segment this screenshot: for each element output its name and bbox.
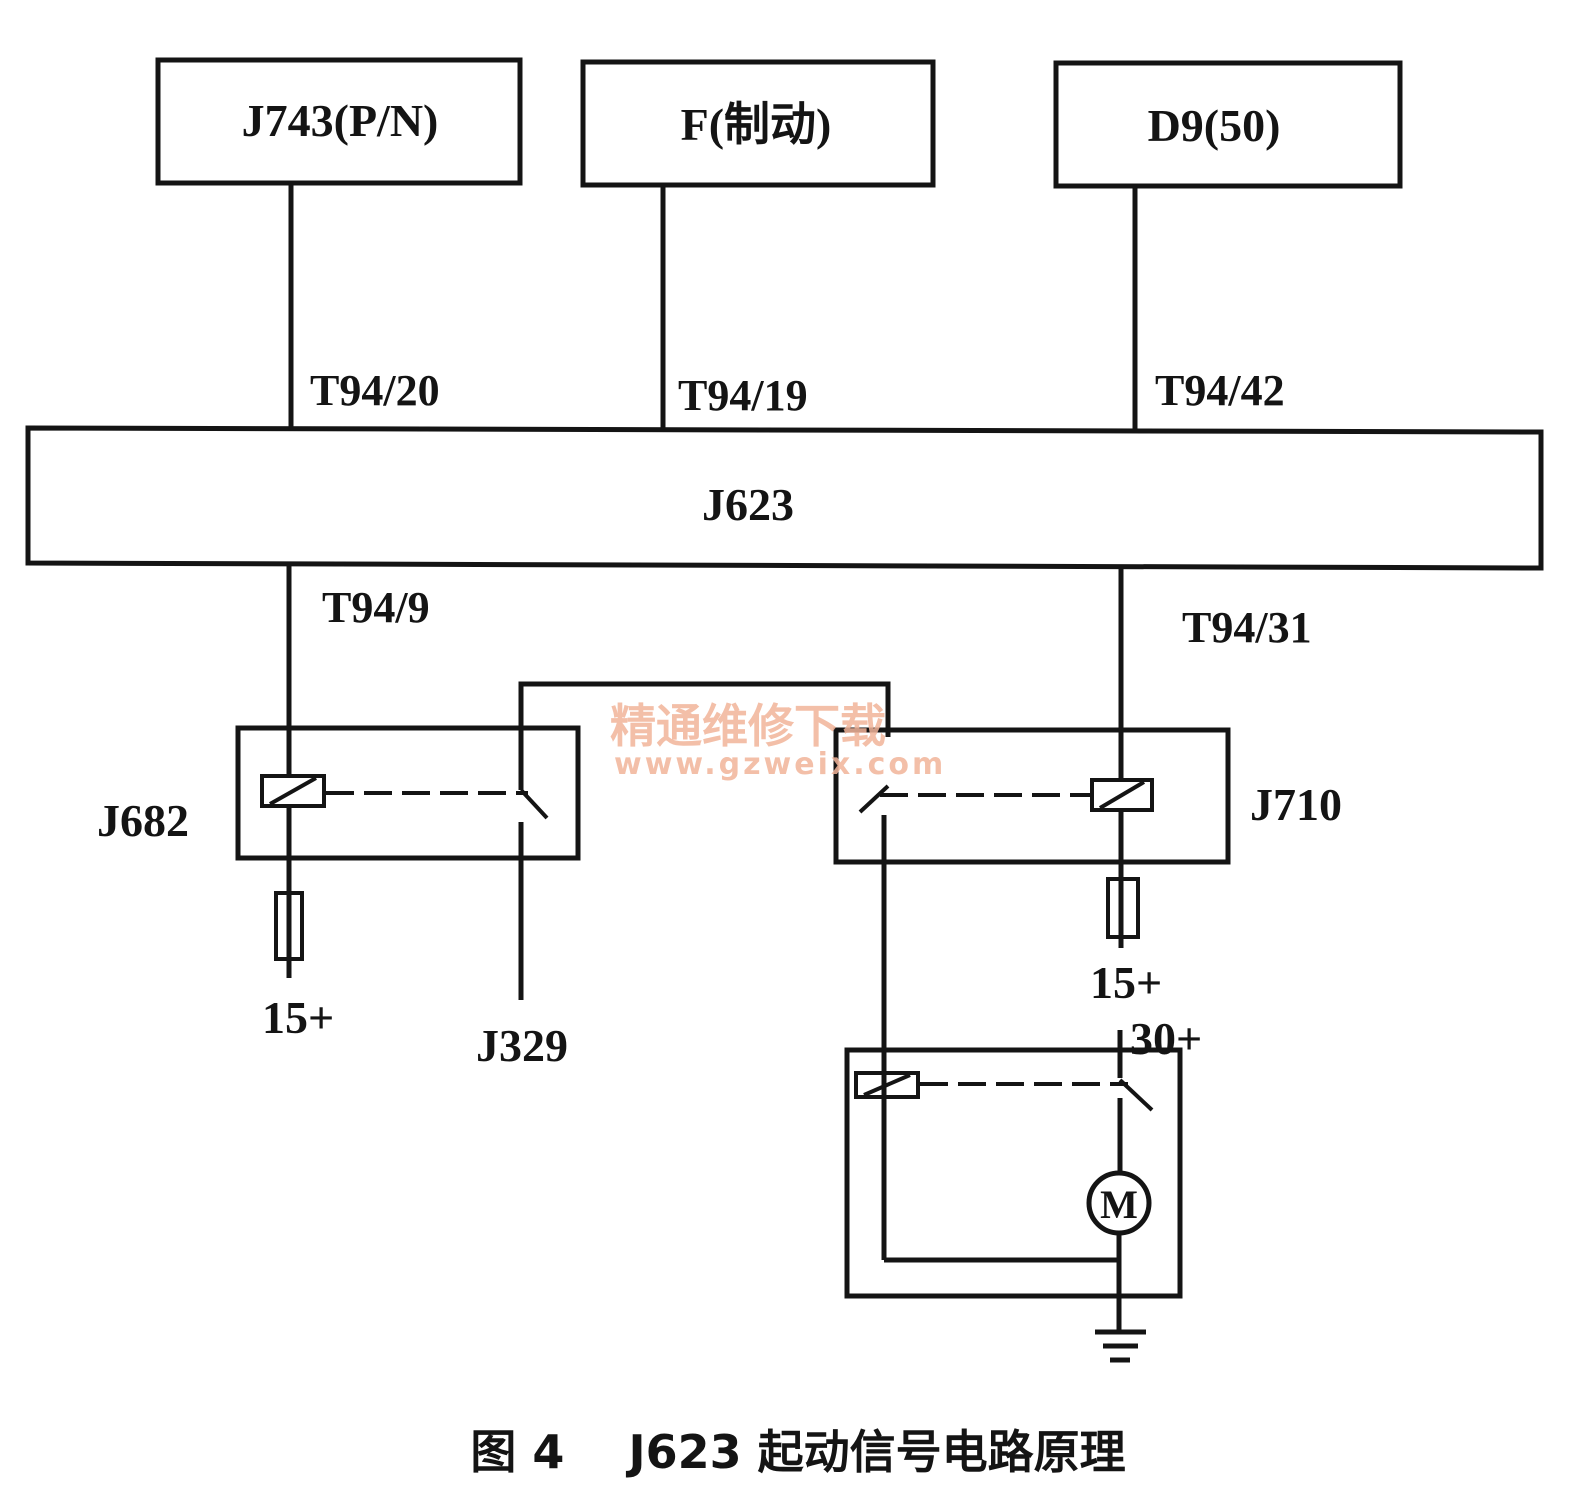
j710-fuse-icon <box>1106 877 1140 939</box>
j710-coil-slash <box>1098 780 1146 810</box>
j623-ecu-box <box>25 425 1544 571</box>
motor-label: M <box>1100 1182 1138 1227</box>
supply-15-right: 15+ <box>1090 957 1162 1008</box>
j623-label: J623 <box>702 479 794 530</box>
pin-t94-31: T94/31 <box>1182 603 1312 652</box>
starter-switch-contact <box>1118 1078 1154 1112</box>
j710-switch-contact <box>858 784 890 814</box>
pin-t94-19: T94/19 <box>678 371 808 420</box>
d9-box <box>1053 60 1403 189</box>
j710-relay-box <box>833 727 1231 865</box>
j743-box <box>155 57 523 186</box>
j743-label: J743(P/N) <box>242 95 439 146</box>
starter-box <box>844 1047 1183 1299</box>
d9-label: D9(50) <box>1148 100 1281 151</box>
j710-label: J710 <box>1250 779 1342 830</box>
j682-switch-contact <box>519 788 549 820</box>
starter-coil-slash <box>863 1073 911 1097</box>
watermark-url: www.gzweix.com <box>614 747 946 782</box>
j329-label: J329 <box>476 1020 568 1071</box>
figure-caption: 图 4 J623 起动信号电路原理 <box>470 1425 1125 1479</box>
j682-coil-icon <box>260 774 326 808</box>
watermark-cn: 精通维修下载 <box>610 699 886 753</box>
supply-15-left: 15+ <box>262 992 334 1043</box>
j682-relay-box <box>235 725 581 861</box>
supply-30: 30+ <box>1130 1013 1202 1064</box>
brake-switch-label: F(制动) <box>681 99 832 150</box>
j682-coil-slash <box>269 776 317 806</box>
j682-fuse-icon <box>274 891 304 961</box>
brake-switch-box <box>580 59 936 188</box>
pin-t94-42: T94/42 <box>1155 366 1285 415</box>
starter-coil-icon <box>854 1071 920 1099</box>
pin-t94-20: T94/20 <box>310 366 440 415</box>
pin-t94-9: T94/9 <box>322 583 430 632</box>
wire-relay-bridge <box>518 681 891 790</box>
j682-label: J682 <box>97 795 189 846</box>
